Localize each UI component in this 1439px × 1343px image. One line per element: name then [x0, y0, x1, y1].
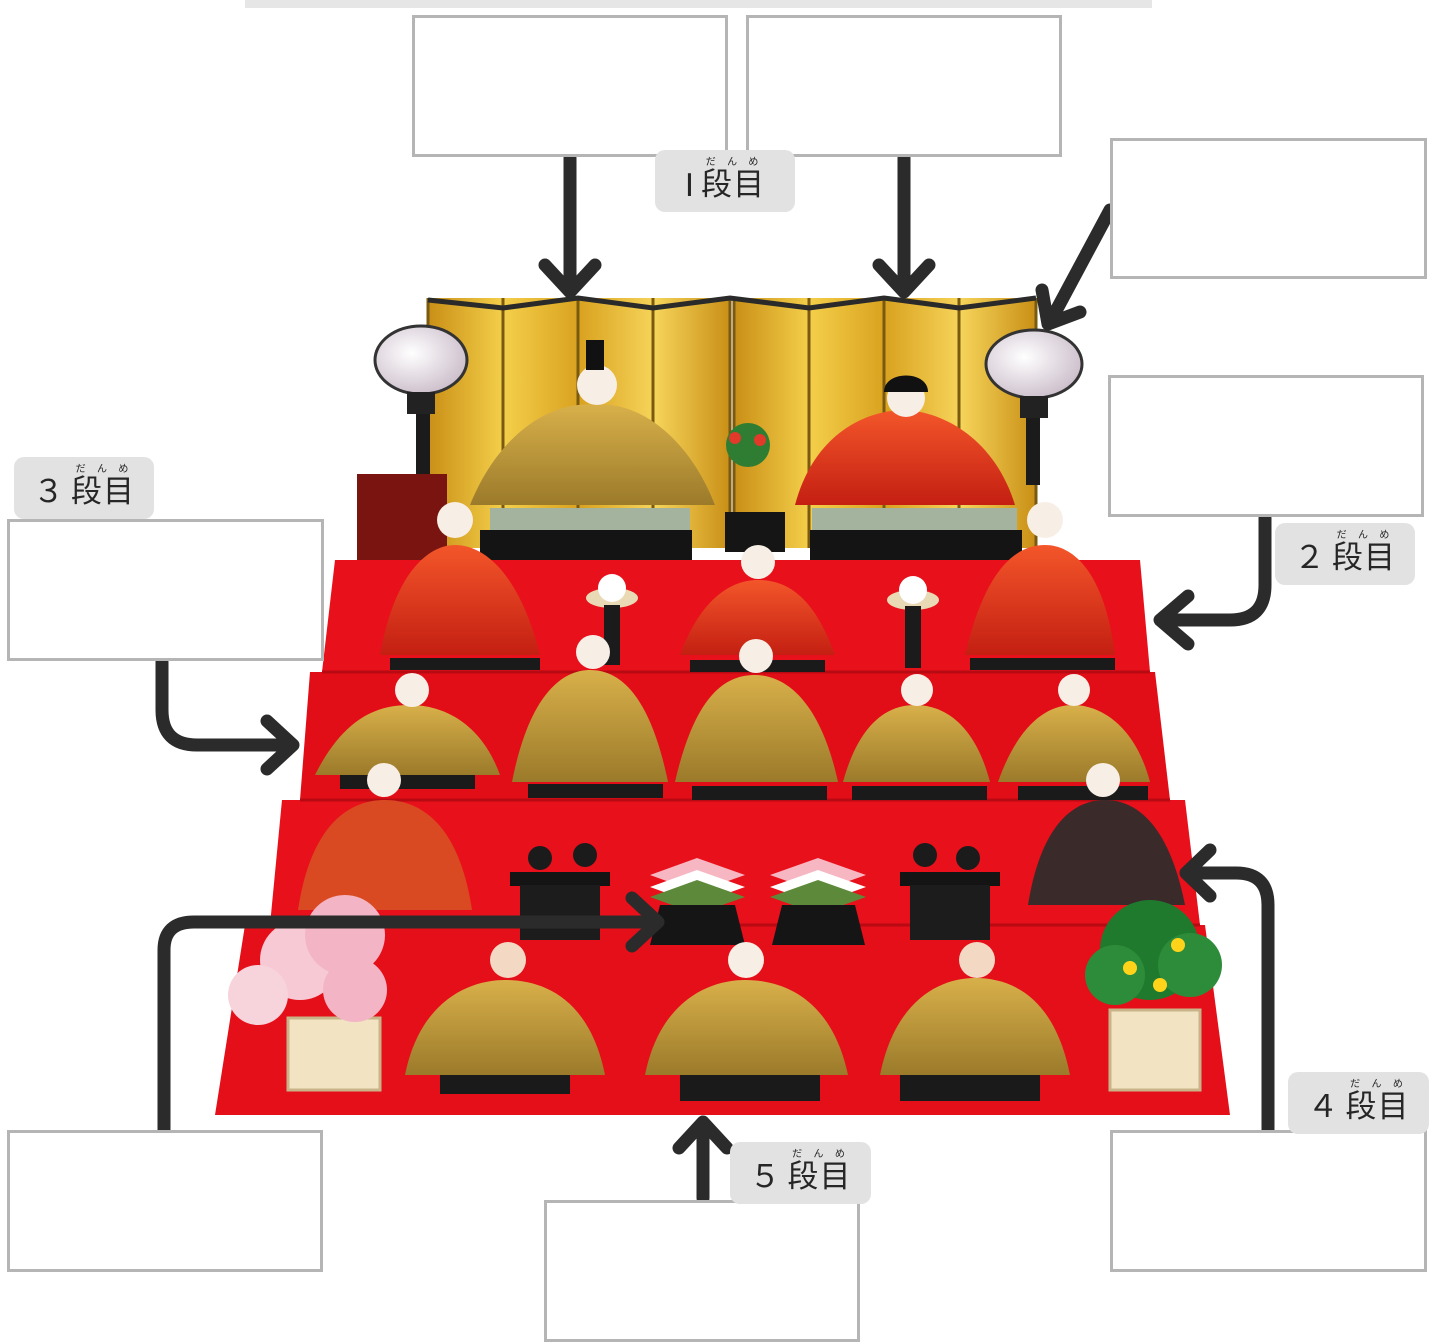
- tier-number: ５: [749, 1159, 782, 1195]
- doll-icon: [470, 340, 715, 505]
- arrow-icon: [157, 891, 665, 1137]
- doll-icon: [645, 942, 848, 1101]
- answer-box-emperor[interactable]: [412, 15, 728, 157]
- answer-box-empress[interactable]: [746, 15, 1062, 157]
- doll-icon: [965, 502, 1115, 670]
- doll-icon: [795, 375, 1015, 505]
- arrow-icon: [872, 151, 936, 299]
- doll-icon: [380, 502, 540, 670]
- answer-box-tier5[interactable]: [544, 1200, 860, 1342]
- answer-box-lantern[interactable]: [1110, 138, 1427, 279]
- arrow-icon: [1153, 511, 1272, 651]
- arrow-icon: [538, 151, 602, 299]
- tier-number: ３: [33, 474, 65, 510]
- cherry-tree-icon: [228, 895, 387, 1092]
- tier-label-3: ３ 段目だんめ: [14, 457, 154, 519]
- folding-screen-icon: [426, 295, 1038, 548]
- tier-word: 段目だんめ: [1345, 1079, 1410, 1125]
- doll-icon: [1028, 763, 1185, 905]
- tier-label-5: ５ 段目だんめ: [730, 1142, 871, 1204]
- arrow-icon: [672, 1115, 734, 1205]
- tier-word: 段目だんめ: [1332, 530, 1396, 576]
- top-strip: [245, 0, 1152, 8]
- lantern-icon: [984, 328, 1084, 485]
- tier-label-2: ２ 段目だんめ: [1275, 523, 1415, 585]
- doll-icon: [880, 942, 1070, 1101]
- arrow-icon: [1035, 203, 1117, 331]
- arrow-icon: [1179, 843, 1275, 1137]
- doll-icon: [405, 942, 605, 1094]
- doll-icon: [512, 635, 668, 798]
- tier-number: ４: [1307, 1089, 1340, 1125]
- arrow-icon: [155, 655, 300, 776]
- tier-label-1: Ⅰ 段目だんめ: [655, 150, 795, 212]
- answer-box-tier3[interactable]: [7, 519, 324, 661]
- diamond-cake-icon: [770, 858, 866, 945]
- tier-word: 段目だんめ: [787, 1149, 852, 1195]
- answer-box-tier4-minister[interactable]: [1110, 1130, 1427, 1272]
- lantern-icon: [373, 324, 469, 480]
- doll-icon: [675, 639, 838, 800]
- diamond-cake-icon: [650, 858, 745, 945]
- tier-number: ２: [1294, 540, 1326, 576]
- doll-icon: [298, 763, 472, 910]
- tier-word: 段目だんめ: [71, 464, 135, 510]
- answer-box-tier2[interactable]: [1108, 375, 1424, 517]
- tier-word: 段目だんめ: [701, 157, 766, 203]
- orange-tree-icon: [1085, 900, 1222, 1092]
- answer-box-tier4-tree[interactable]: [7, 1130, 323, 1272]
- doll-icon: [843, 674, 990, 800]
- tier-label-4: ４ 段目だんめ: [1288, 1072, 1429, 1134]
- tier-number: Ⅰ: [684, 168, 696, 204]
